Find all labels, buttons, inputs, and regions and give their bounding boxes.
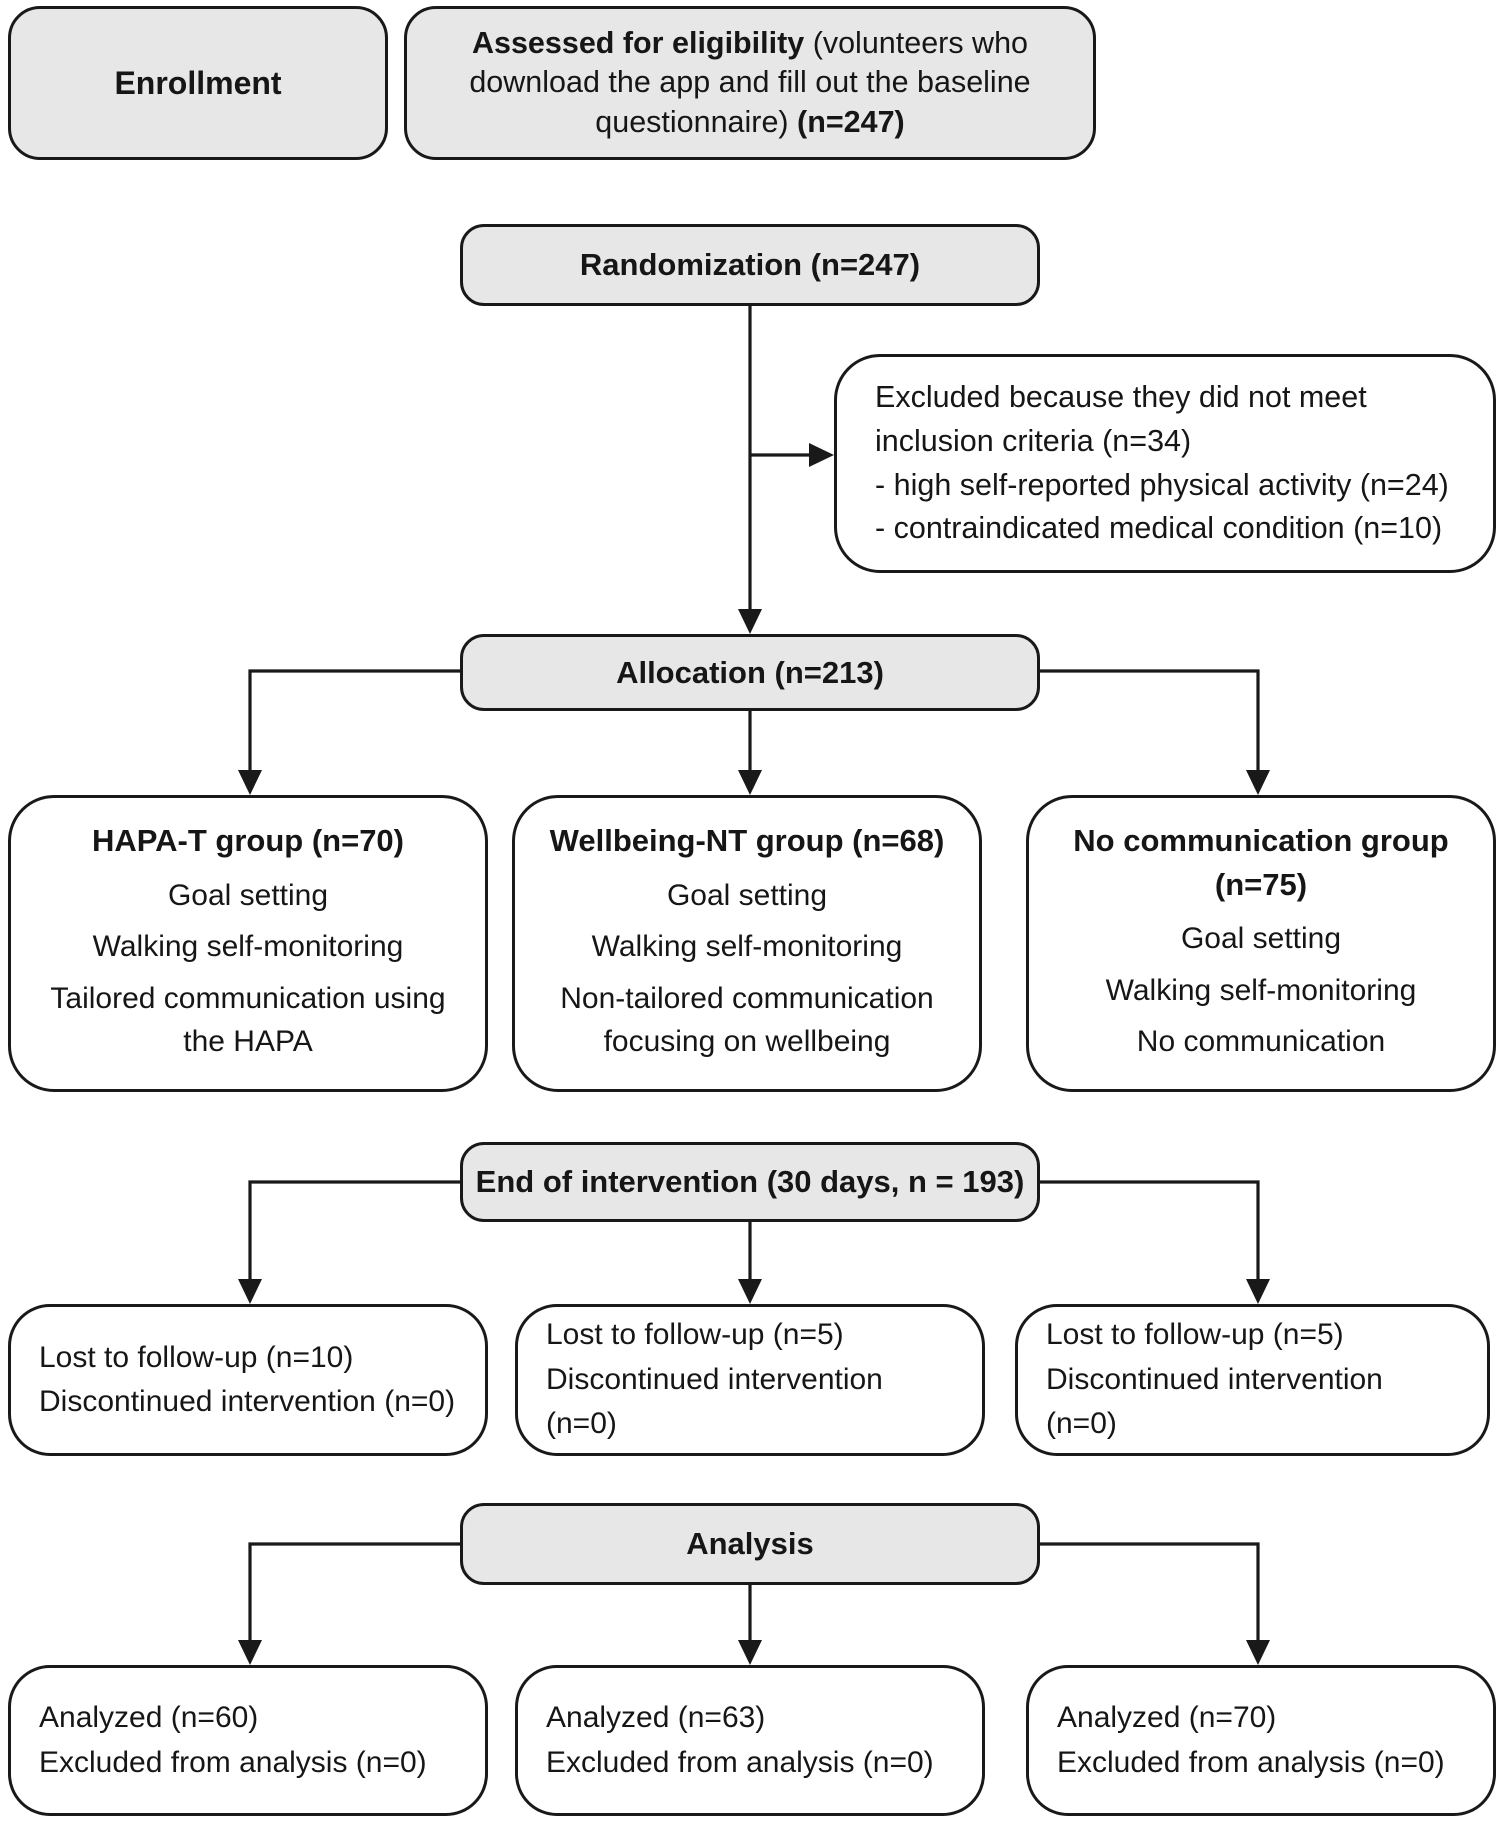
followup-middle-line-1: Lost to follow-up (n=5)	[546, 1318, 844, 1352]
followup-middle-line-2: Discontinued intervention (n=0)	[546, 1362, 883, 1441]
group-wellbeing-nt-item-1: Goal setting	[666, 878, 828, 912]
excluded-line-2: - high self-reported physical activity (…	[875, 467, 1449, 502]
eligibility-n-bold: (n=247)	[797, 104, 905, 139]
excluded-line-1: Excluded because they did not meet inclu…	[875, 379, 1367, 458]
excluded-line-3: - contraindicated medical condition (n=1…	[875, 511, 1443, 546]
group-wellbeing-nt-item-2: Walking self-monitoring	[591, 930, 903, 964]
analyzed-right-line-1: Analyzed (n=70)	[1057, 1701, 1277, 1735]
analyzed-middle-line-2: Excluded from analysis (n=0)	[546, 1745, 934, 1779]
eligibility-lead-bold: Assessed for eligibility	[471, 26, 805, 61]
excluded-box: Excluded because they did not meet inclu…	[834, 354, 1496, 573]
assessed-eligibility-text: Assessed for eligibility (volunteers who…	[431, 24, 1069, 141]
group-no-communication-item-1: Goal setting	[1180, 922, 1342, 956]
followup-right-box: Lost to follow-up (n=5) Discontinued int…	[1015, 1304, 1490, 1456]
group-no-communication-item-2: Walking self-monitoring	[1105, 973, 1417, 1007]
analysis-label: Analysis	[686, 1526, 814, 1561]
group-hapa-t-title: HAPA-T group (n=70)	[92, 823, 404, 859]
group-hapa-t-item-2: Walking self-monitoring	[92, 930, 404, 964]
followup-left-line-1: Lost to follow-up (n=10)	[39, 1340, 354, 1374]
group-wellbeing-nt-item-3: Non-tailored communication focusing on w…	[560, 982, 934, 1058]
followup-right-line-2: Discontinued intervention (n=0)	[1046, 1362, 1383, 1441]
analyzed-right-line-2: Excluded from analysis (n=0)	[1057, 1745, 1445, 1779]
group-no-communication-title: No communication group (n=75)	[1073, 822, 1449, 902]
followup-left-box: Lost to follow-up (n=10) Discontinued in…	[8, 1304, 488, 1456]
analyzed-right-box: Analyzed (n=70) Excluded from analysis (…	[1026, 1665, 1496, 1816]
group-hapa-t-box: HAPA-T group (n=70) Goal setting Walking…	[8, 795, 488, 1092]
analysis-box: Analysis	[460, 1503, 1040, 1585]
group-hapa-t-item-3: Tailored communication using the HAPA	[50, 982, 446, 1058]
randomization-label: Randomization (n=247)	[579, 247, 921, 282]
group-no-communication-box: No communication group (n=75) Goal setti…	[1026, 795, 1496, 1092]
followup-left-line-2: Discontinued intervention (n=0)	[39, 1385, 456, 1418]
group-hapa-t-item-1: Goal setting	[167, 878, 329, 912]
assessed-eligibility-box: Assessed for eligibility (volunteers who…	[404, 6, 1096, 160]
group-wellbeing-nt-box: Wellbeing-NT group (n=68) Goal setting W…	[512, 795, 982, 1092]
end-of-intervention-label: End of intervention (30 days, n = 193)	[475, 1164, 1025, 1199]
randomization-box: Randomization (n=247)	[460, 224, 1040, 306]
enrollment-box: Enrollment	[8, 6, 388, 160]
followup-right-line-1: Lost to follow-up (n=5)	[1046, 1318, 1344, 1352]
analyzed-middle-box: Analyzed (n=63) Excluded from analysis (…	[515, 1665, 985, 1816]
group-no-communication-item-3: No communication	[1136, 1025, 1386, 1059]
enrollment-label: Enrollment	[114, 64, 282, 101]
analyzed-left-box: Analyzed (n=60) Excluded from analysis (…	[8, 1665, 488, 1816]
allocation-box: Allocation (n=213)	[460, 634, 1040, 711]
group-wellbeing-nt-title: Wellbeing-NT group (n=68)	[549, 823, 945, 859]
analyzed-middle-line-1: Analyzed (n=63)	[546, 1701, 766, 1735]
eligibility-body-text: (volunteers who download the app and fil…	[469, 26, 1031, 139]
allocation-label: Allocation (n=213)	[616, 654, 884, 690]
end-of-intervention-box: End of intervention (30 days, n = 193)	[460, 1142, 1040, 1222]
analyzed-left-line-2: Excluded from analysis (n=0)	[39, 1745, 427, 1779]
followup-middle-box: Lost to follow-up (n=5) Discontinued int…	[515, 1304, 985, 1456]
analyzed-left-line-1: Analyzed (n=60)	[39, 1701, 259, 1735]
